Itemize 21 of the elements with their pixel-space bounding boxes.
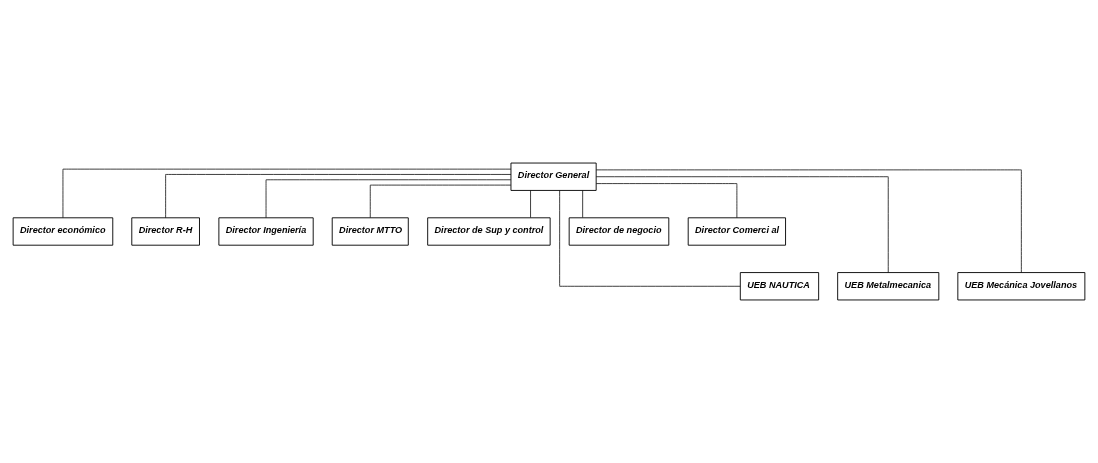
connector [62, 168, 512, 219]
node-box: UEB Mecánica Jovellanos [957, 272, 1086, 301]
node-box: Director General [510, 162, 597, 191]
connector [582, 190, 584, 218]
node-box: Director MTTO [331, 217, 409, 246]
connector [265, 179, 512, 218]
connector [559, 190, 741, 287]
connector [530, 190, 531, 218]
node-box: UEB NAUTICA [739, 272, 820, 301]
connector [165, 174, 512, 219]
node-box: Director Comerci al [687, 217, 786, 246]
node-box: Director R-H [131, 217, 200, 246]
node-box: UEB Metalmecanica [837, 272, 940, 301]
node-box: Director económico [12, 217, 114, 246]
node-box: Director de Sup y control [427, 217, 551, 246]
connector [595, 183, 738, 218]
connector [595, 176, 889, 273]
node-box: Director de negocio [568, 217, 670, 246]
connector [595, 169, 1022, 273]
node-box: Director Ingeniería [218, 217, 314, 246]
connector [369, 184, 512, 218]
